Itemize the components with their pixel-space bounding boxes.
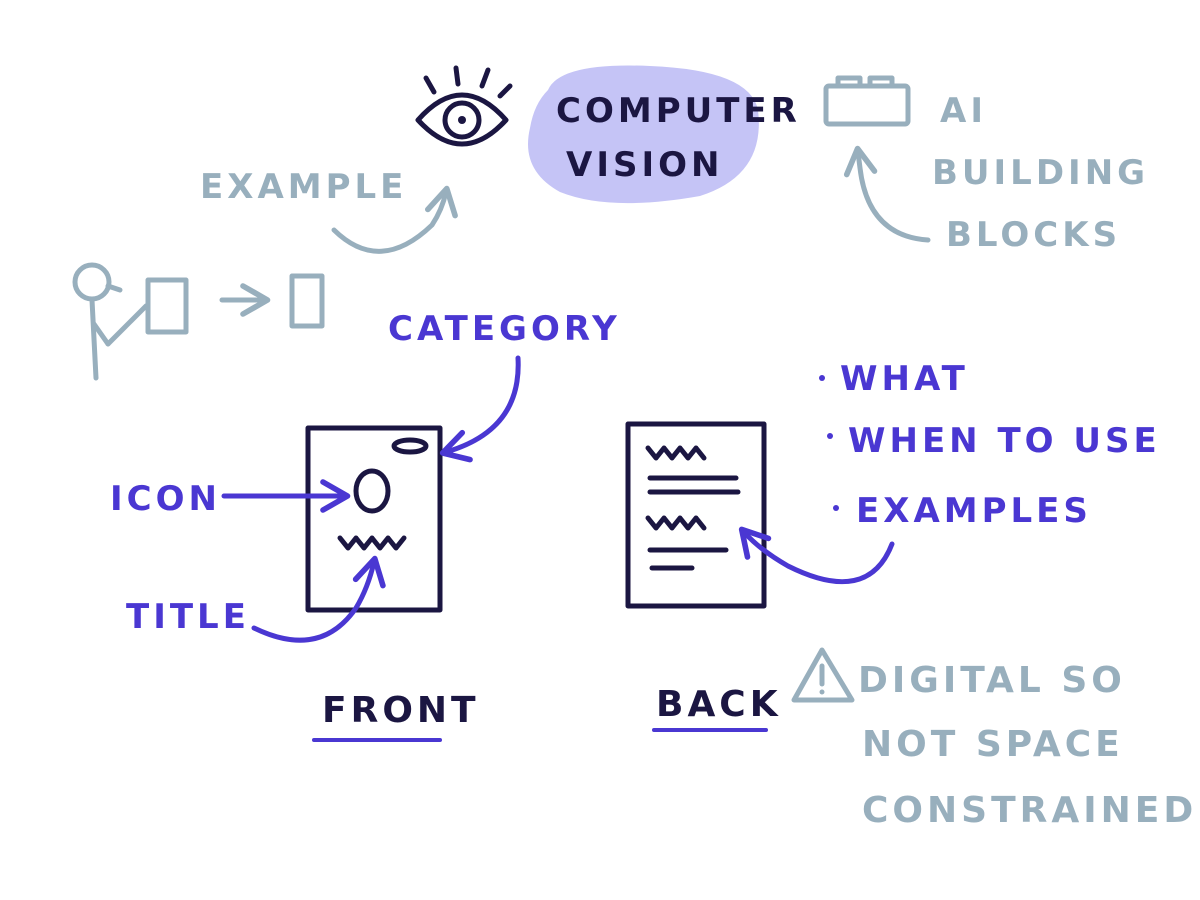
example-arrow xyxy=(331,185,458,254)
back-card xyxy=(625,421,767,609)
note-line-1: DIGITAL SO xyxy=(858,660,1126,701)
warning-icon xyxy=(791,647,855,703)
ai-blocks-line-2: BUILDING xyxy=(932,153,1149,193)
ai-blocks-line-3: BLOCKS xyxy=(946,215,1121,255)
category-arrow xyxy=(439,355,521,463)
ai-blocks-arrow xyxy=(843,145,931,243)
ai-blocks-line-1: AI xyxy=(940,91,987,131)
back-arrow xyxy=(738,526,895,585)
bullet-dot xyxy=(833,505,839,511)
front-card-icon-circle xyxy=(353,468,391,514)
title-arrow xyxy=(251,555,386,643)
bullet-examples: EXAMPLES xyxy=(856,491,1092,531)
title-label: TITLE xyxy=(126,597,250,637)
front-card xyxy=(305,425,443,613)
example-label: EXAMPLE xyxy=(200,167,407,207)
bullet-when-to-use: WHEN TO USE xyxy=(848,421,1161,461)
title-line-2: VISION xyxy=(566,145,723,185)
note-line-3: CONSTRAINED xyxy=(862,790,1197,831)
title-badge: COMPUTER VISION xyxy=(528,65,801,204)
card-icon xyxy=(289,273,325,329)
title-highlight xyxy=(528,65,759,204)
icon-label: ICON xyxy=(110,479,221,519)
back-caption: BACK xyxy=(656,684,782,725)
bullet-what: WHAT xyxy=(840,359,969,399)
bullet-dot xyxy=(827,433,833,439)
category-label: CATEGORY xyxy=(388,309,621,349)
back-bullets: WHAT WHEN TO USE EXAMPLES xyxy=(819,359,1161,531)
lego-block-icon xyxy=(823,75,911,127)
person-with-card-icon xyxy=(72,262,189,381)
eye-icon xyxy=(415,65,513,147)
front-caption: FRONT xyxy=(322,690,480,731)
bullet-dot xyxy=(819,375,825,381)
title-line-1: COMPUTER xyxy=(556,91,801,131)
front-card-title-squiggle xyxy=(337,535,407,551)
note-line-2: NOT SPACE xyxy=(862,724,1124,765)
